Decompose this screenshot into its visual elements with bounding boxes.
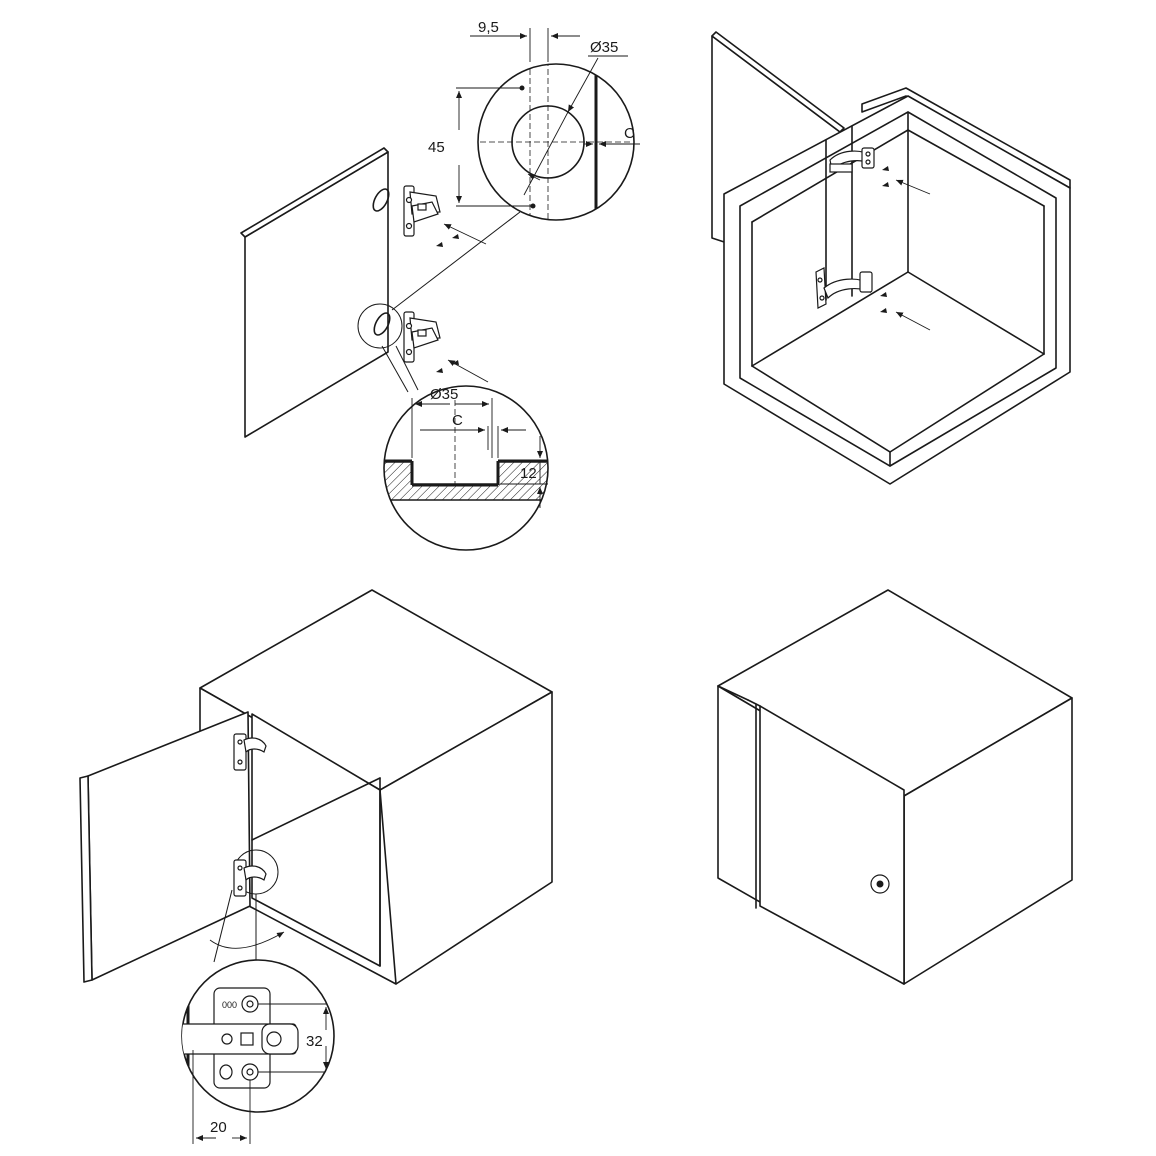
- leader-line-top: [391, 211, 521, 311]
- detail-callout-circle: [357, 303, 403, 349]
- plate-label: 000: [222, 1000, 237, 1010]
- dim-cup-depth: 12: [520, 465, 537, 482]
- closed-cabinet-panel: [717, 589, 1073, 985]
- hinge-lower: [403, 311, 441, 363]
- door-knob-center: [876, 880, 884, 888]
- cabinet-door-open-panel: 000 32 20: [79, 589, 553, 1144]
- door-swing-arrow: [209, 931, 285, 949]
- closed-cabinet-door: [759, 705, 905, 985]
- leader-line-section-a: [381, 345, 409, 393]
- cabinet-hinge-upper: [829, 147, 875, 173]
- leader-line-section-b: [395, 345, 419, 391]
- screw-set-upper: [436, 223, 487, 247]
- arm-adjust-screw: [221, 1033, 233, 1045]
- hinge-upper: [403, 185, 441, 237]
- cabinet-hinge-lower: [815, 267, 873, 309]
- dim-plate-offset: 20: [210, 1119, 227, 1136]
- dim-screw-spacing: 45: [428, 139, 445, 156]
- dim-edge-distance-top: C: [624, 125, 635, 142]
- dim-plate-height: 32: [306, 1033, 323, 1050]
- cup-hole-lower: [373, 312, 391, 336]
- dim-cup-diameter-top: Ø35: [590, 39, 618, 56]
- screw-set-lower: [436, 359, 489, 383]
- cabinet-screws: [880, 166, 931, 331]
- dim-pitch-offset: 9,5: [478, 19, 499, 36]
- door-hinge-upper: [233, 733, 267, 771]
- detail-circle-top: 9,5 Ø35 45 C: [428, 19, 640, 221]
- detail-circle-mounting-plate: 000 32 20: [181, 959, 335, 1144]
- door-panel-edge: [240, 147, 389, 238]
- detail-circle-section: Ø35 C 12: [383, 385, 549, 551]
- open-cabinet-door: [87, 711, 251, 981]
- dim-cup-diameter-section: Ø35: [430, 386, 458, 403]
- cup-hole-upper: [372, 188, 390, 212]
- door-drilling-panel: 9,5 Ø35 45 C: [240, 19, 640, 551]
- cup-outline: [511, 105, 585, 179]
- cabinet-interior-panel: [711, 31, 1071, 485]
- dim-edge-distance-section: C: [452, 412, 463, 429]
